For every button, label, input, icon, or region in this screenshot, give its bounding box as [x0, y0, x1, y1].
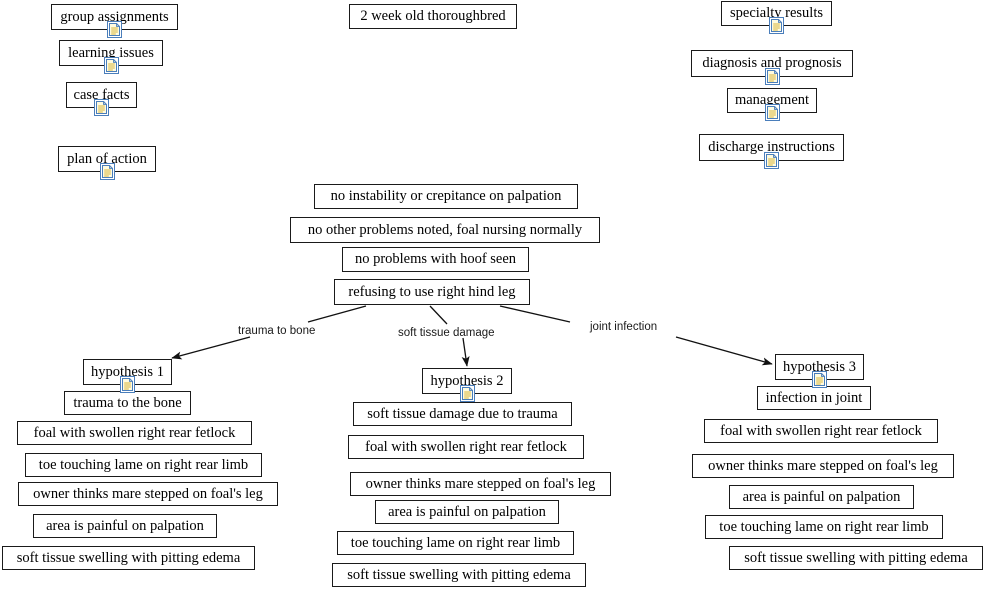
- node-box[interactable]: toe touching lame on right rear limb: [25, 453, 262, 477]
- joint-to-hypothesis-3-arrow: [675, 336, 773, 366]
- refusing-to-trauma-segment: [307, 305, 367, 323]
- node-box[interactable]: foal with swollen right rear fetlock: [704, 419, 938, 443]
- node-label: toe touching lame on right rear limb: [38, 456, 249, 473]
- node-label: hypothesis 3: [783, 358, 856, 375]
- node-box[interactable]: foal with swollen right rear fetlock: [348, 435, 584, 459]
- soft-tissue-to-hypothesis-2-arrow: [461, 337, 470, 367]
- node-label: no other problems noted, foal nursing no…: [307, 221, 583, 238]
- node-label: soft tissue swelling with pitting edema: [347, 566, 571, 583]
- document-icon[interactable]: [764, 68, 780, 85]
- node-box[interactable]: owner thinks mare stepped on foal's leg: [692, 454, 954, 478]
- node-box[interactable]: foal with swollen right rear fetlock: [17, 421, 252, 445]
- node-box[interactable]: no instability or crepitance on palpatio…: [314, 184, 578, 209]
- edge-label: trauma to bone: [238, 325, 316, 337]
- node-label: soft tissue swelling with pitting edema: [744, 549, 968, 566]
- node-label: soft tissue damage due to trauma: [367, 405, 558, 422]
- node-label: foal with swollen right rear fetlock: [33, 424, 236, 441]
- node-box[interactable]: no problems with hoof seen: [342, 247, 529, 272]
- node-label: discharge instructions: [708, 139, 835, 156]
- node-label: no instability or crepitance on palpatio…: [330, 188, 562, 205]
- node-label: group assignments: [60, 8, 169, 25]
- document-icon[interactable]: [769, 17, 784, 34]
- node-box[interactable]: 2 week old thoroughbred: [349, 4, 517, 29]
- node-label: soft tissue swelling with pitting edema: [16, 549, 241, 566]
- node-box[interactable]: toe touching lame on right rear limb: [705, 515, 943, 539]
- node-box[interactable]: owner thinks mare stepped on foal's leg: [18, 482, 278, 506]
- document-icon[interactable]: [103, 57, 119, 74]
- document-icon[interactable]: [764, 152, 779, 169]
- node-box[interactable]: no other problems noted, foal nursing no…: [290, 217, 600, 243]
- document-icon[interactable]: [120, 376, 135, 393]
- node-box[interactable]: soft tissue swelling with pitting edema: [2, 546, 255, 570]
- trauma-to-hypothesis-1-arrow: [171, 336, 251, 360]
- node-box[interactable]: area is painful on palpation: [375, 500, 559, 524]
- node-label: area is painful on palpation: [388, 503, 546, 520]
- node-box[interactable]: infection in joint: [757, 386, 871, 410]
- node-box[interactable]: specialty results: [721, 1, 832, 26]
- node-label: management: [734, 92, 810, 109]
- node-label: diagnosis and prognosis: [702, 55, 842, 72]
- node-label: refusing to use right hind leg: [348, 283, 516, 300]
- node-label: owner thinks mare stepped on foal's leg: [33, 485, 263, 502]
- node-label: trauma to the bone: [73, 394, 182, 411]
- node-label: area is painful on palpation: [742, 488, 901, 505]
- document-icon[interactable]: [99, 163, 115, 180]
- node-box[interactable]: toe touching lame on right rear limb: [337, 531, 574, 555]
- node-label: owner thinks mare stepped on foal's leg: [365, 475, 596, 492]
- node-box[interactable]: area is painful on palpation: [33, 514, 217, 538]
- node-label: area is painful on palpation: [46, 517, 204, 534]
- refusing-to-soft-tissue-segment: [429, 305, 448, 325]
- node-label: toe touching lame on right rear limb: [350, 534, 561, 551]
- node-label: no problems with hoof seen: [354, 251, 517, 268]
- node-label: hypothesis 2: [430, 372, 504, 389]
- document-icon[interactable]: [764, 104, 780, 121]
- node-label: plan of action: [67, 150, 147, 167]
- node-box[interactable]: soft tissue damage due to trauma: [353, 402, 572, 426]
- node-box[interactable]: hypothesis 3: [775, 354, 864, 380]
- node-label: case facts: [73, 86, 130, 103]
- document-icon[interactable]: [107, 21, 122, 38]
- node-label: learning issues: [68, 44, 154, 61]
- edge-label: soft tissue damage: [398, 327, 495, 339]
- node-box[interactable]: soft tissue swelling with pitting edema: [332, 563, 586, 587]
- node-box[interactable]: diagnosis and prognosis: [691, 50, 853, 77]
- node-box[interactable]: plan of action: [58, 146, 156, 172]
- node-box[interactable]: refusing to use right hind leg: [334, 279, 530, 305]
- refusing-to-joint-segment: [499, 305, 571, 323]
- document-icon[interactable]: [812, 371, 827, 388]
- node-box[interactable]: area is painful on palpation: [729, 485, 914, 509]
- node-label: infection in joint: [765, 389, 863, 406]
- node-label: specialty results: [729, 5, 824, 22]
- document-icon[interactable]: [94, 99, 109, 116]
- node-box[interactable]: hypothesis 1: [83, 359, 172, 385]
- node-label: toe touching lame on right rear limb: [719, 518, 929, 535]
- document-icon[interactable]: [459, 385, 475, 402]
- node-label: 2 week old thoroughbred: [360, 8, 506, 25]
- node-box[interactable]: soft tissue swelling with pitting edema: [729, 546, 983, 570]
- node-box[interactable]: owner thinks mare stepped on foal's leg: [350, 472, 611, 496]
- node-label: foal with swollen right rear fetlock: [365, 438, 567, 455]
- node-label: foal with swollen right rear fetlock: [720, 422, 922, 439]
- node-label: owner thinks mare stepped on foal's leg: [708, 457, 938, 474]
- edge-label: joint infection: [590, 321, 658, 333]
- node-box[interactable]: trauma to the bone: [64, 391, 191, 415]
- node-label: hypothesis 1: [91, 363, 164, 380]
